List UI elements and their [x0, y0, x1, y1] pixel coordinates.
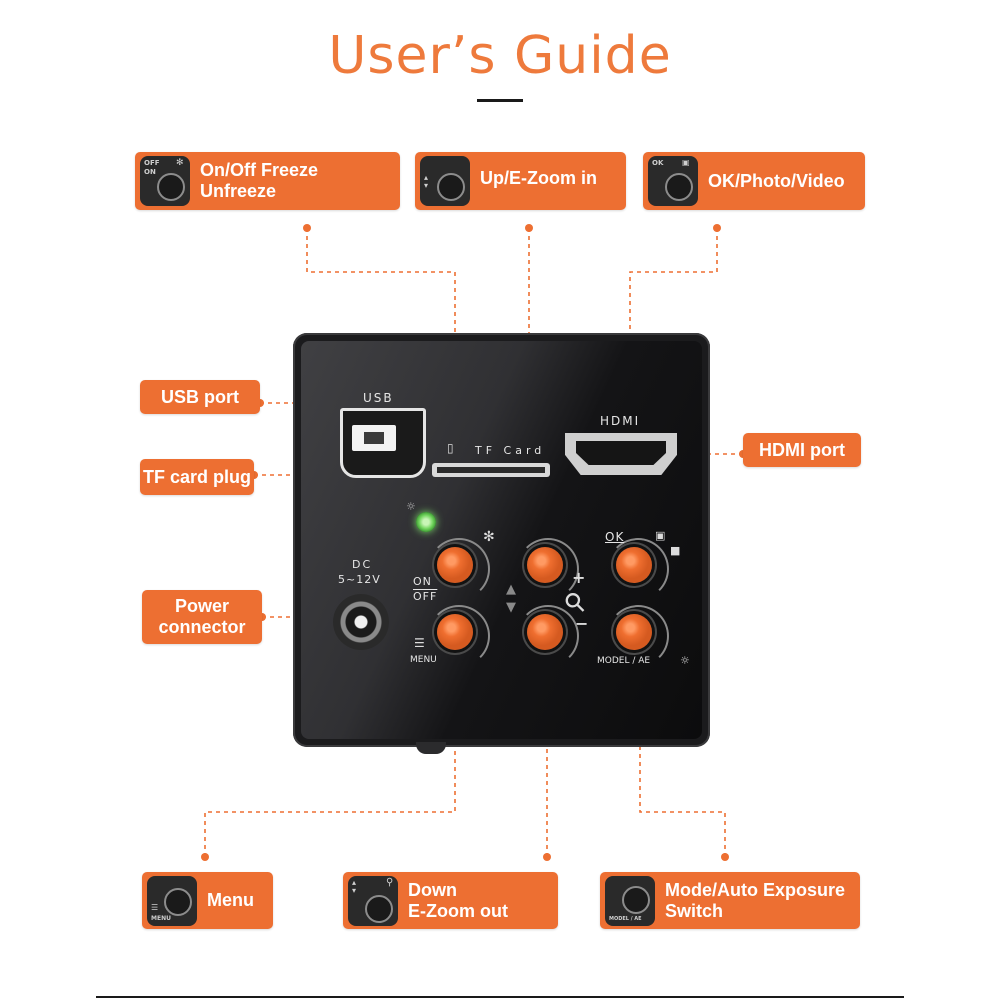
device-foot [416, 742, 446, 754]
leader-dot [543, 853, 551, 861]
zoom-out-callout-line1: Down [408, 879, 457, 900]
menu-list-icon: ☰ [414, 636, 425, 650]
thumb-menu-icon: ☰ [151, 902, 159, 912]
power-callout: Power connector [142, 590, 262, 644]
menu-label: MENU [410, 655, 437, 665]
leader-dot [525, 224, 533, 232]
hdmi-callout-text: HDMI port [759, 439, 845, 460]
power-connector [333, 594, 389, 650]
thumb-freeze-icon: ✻ [176, 158, 184, 168]
minus-icon: − [575, 614, 589, 633]
tf-card-slot [432, 463, 550, 477]
led-sun-icon: ☼ [406, 500, 416, 513]
thumb-mode-label: MODEL / AE [609, 915, 642, 922]
thumb-updown-icon: ▴▾ [424, 173, 429, 190]
mode-ae-button[interactable] [616, 614, 652, 650]
mode-button-ring [607, 605, 669, 667]
zoom-in-callout-text: Up/E-Zoom in [480, 168, 597, 188]
bottom-divider [96, 996, 904, 998]
usb-callout: USB port [140, 380, 260, 414]
tf-callout: TF card plug [140, 459, 254, 495]
off-label: OFF [413, 590, 438, 603]
status-led [416, 512, 436, 532]
sd-card-icon: ▯ [447, 441, 454, 455]
zoom-in-thumbnail: ▴▾ ⚲ [420, 156, 470, 206]
thumb-knob-icon [665, 173, 693, 201]
zoom-out-thumbnail: ▴▾ ⚲ [348, 875, 398, 926]
hdmi-callout: HDMI port [743, 433, 861, 467]
menu-thumbnail: ☰ MENU [147, 875, 197, 926]
down-button-ring [517, 605, 579, 667]
usb-port-contact [352, 425, 396, 451]
leader-dot [721, 853, 729, 861]
ok-callout: OK ▣ OK/Photo/Video [643, 152, 865, 210]
auto-exposure-icon: ☼ [680, 654, 690, 667]
leader-dot [303, 224, 311, 232]
freeze-callout-line1: On/Off Freeze [200, 160, 319, 180]
leader-dot [713, 224, 721, 232]
thumb-camera-icon: ▣ [682, 158, 690, 167]
hdmi-port-contact [576, 441, 666, 465]
camera-icon: ▣ [655, 529, 666, 542]
menu-callout: ☰ MENU Menu [142, 872, 273, 929]
tf-card-label: TF Card [475, 444, 546, 457]
menu-callout-text: Menu [207, 890, 254, 910]
power-freeze-button[interactable] [437, 547, 473, 583]
mode-callout-line1: Mode/Auto Exposure [665, 879, 846, 900]
thumb-ok-label: OK [652, 159, 664, 167]
up-button-ring [517, 538, 579, 600]
power-callout-line2: connector [158, 617, 246, 637]
thumb-on-label: ON [144, 168, 156, 176]
ok-button-ring [607, 538, 669, 600]
title-underline [477, 99, 523, 102]
thumb-menu-label: MENU [151, 914, 171, 922]
hdmi-port-label: HDMI [600, 414, 641, 428]
ok-thumbnail: OK ▣ [648, 156, 698, 206]
thumb-off-label: OFF [144, 159, 160, 167]
thumb-knob-icon [622, 885, 650, 914]
freeze-thumbnail: OFF ON ✻ [140, 156, 190, 206]
ok-label: OK [605, 530, 625, 544]
freeze-callout: OFF ON ✻ On/Off Freeze Unfreeze [135, 152, 400, 210]
freeze-button-ring [428, 538, 490, 600]
thumb-knob-icon [365, 894, 393, 923]
thumb-updown-icon: ▴▾ [352, 877, 357, 895]
menu-button-ring [428, 605, 490, 667]
tf-callout-text: TF card plug [143, 466, 251, 487]
mode-callout-line2: Switch [665, 900, 724, 921]
zoom-in-callout: ▴▾ ⚲ Up/E-Zoom in [415, 152, 626, 210]
dc-label: DC [352, 558, 373, 571]
on-label: ON [413, 575, 432, 588]
thumb-magnifier-icon: ⚲ [386, 876, 394, 888]
power-callout-line1: Power [174, 596, 229, 616]
usb-port-label: USB [363, 391, 394, 405]
freeze-callout-line2: Unfreeze [200, 181, 277, 201]
dc-voltage-label: 5~12V [338, 573, 381, 586]
down-arrow-icon: ▼ [506, 600, 516, 615]
mode-callout: MODEL / AE Mode/Auto Exposure Switch [600, 872, 860, 929]
video-camera-icon: ■ [670, 544, 681, 557]
ok-callout-text: OK/Photo/Video [708, 170, 845, 191]
usb-callout-text: USB port [161, 386, 239, 407]
up-arrow-icon: ▲ [506, 582, 516, 597]
zoom-out-callout-line2: E-Zoom out [408, 900, 508, 921]
thumb-knob-icon [164, 887, 192, 916]
down-zoom-out-button[interactable] [527, 614, 563, 650]
mode-ae-label: MODEL / AE [597, 656, 651, 666]
zoom-out-callout: ▴▾ ⚲ Down E-Zoom out [343, 872, 558, 929]
up-zoom-in-button[interactable] [527, 547, 563, 583]
ok-photo-video-button[interactable] [616, 547, 652, 583]
freeze-icon: ✻ [483, 529, 495, 545]
menu-button[interactable] [437, 614, 473, 650]
leader-dot [201, 853, 209, 861]
page-title: User’s Guide [328, 26, 672, 86]
plus-icon: + [572, 568, 586, 587]
thumb-knob-icon [157, 173, 185, 201]
mode-thumbnail: MODEL / AE [605, 875, 655, 926]
thumb-knob-icon [437, 173, 465, 201]
